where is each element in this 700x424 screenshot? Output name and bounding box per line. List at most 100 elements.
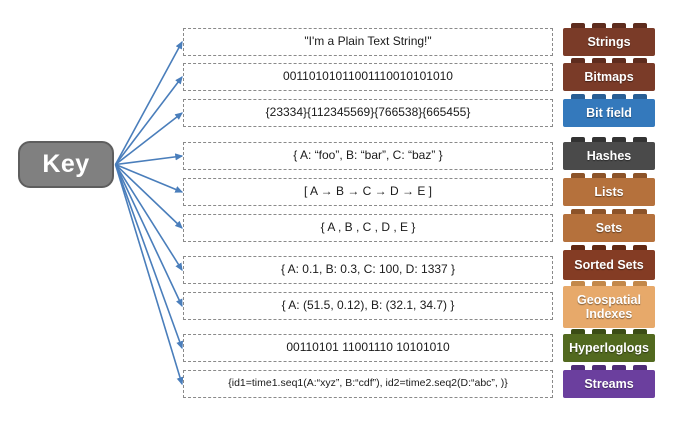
brick-stud-icon [591, 94, 606, 99]
brick-stud-icon [632, 94, 647, 99]
arrow-connector [115, 163, 184, 193]
lego-brick[interactable]: Hyperloglogs [563, 329, 655, 362]
arrow-connector [114, 164, 184, 386]
brick-stud-icon [612, 94, 627, 99]
brick-studs-icon [563, 209, 655, 214]
brick-stud-icon [612, 365, 627, 370]
brick-stud-icon [571, 281, 586, 286]
brick-label: Hyperloglogs [569, 341, 649, 355]
brick-stud-icon [591, 23, 606, 28]
brick-stud-icon [571, 173, 586, 178]
value-box: 00110101011001110010101010 [183, 63, 553, 91]
brick-studs-icon [563, 329, 655, 334]
arrow-connector [115, 112, 184, 166]
value-text: 00110101011001110010101010 [283, 69, 453, 84]
lego-brick[interactable]: Bit field [563, 94, 655, 127]
arrow-connector [115, 153, 184, 166]
lego-brick[interactable]: Strings [563, 23, 655, 56]
brick-studs-icon [563, 173, 655, 178]
brick-stud-icon [591, 137, 606, 142]
brick-stud-icon [571, 329, 586, 334]
brick-stud-icon [571, 94, 586, 99]
brick-body: Hashes [563, 142, 655, 170]
brick-stud-icon [632, 173, 647, 178]
brick-body: Strings [563, 28, 655, 56]
brick-body: Sorted Sets [563, 250, 655, 280]
brick-studs-icon [563, 23, 655, 28]
value-box: { A: “foo”, B: “bar”, C: “baz” } [183, 142, 553, 170]
brick-stud-icon [632, 245, 647, 250]
brick-stud-icon [632, 365, 647, 370]
lego-brick[interactable]: Bitmaps [563, 58, 655, 91]
brick-body: Bit field [563, 99, 655, 127]
value-text: [ A → B → C → D → E ] [303, 184, 433, 199]
lego-brick[interactable]: Sets [563, 209, 655, 242]
value-text: { A , B , C , D , E } [320, 220, 416, 235]
brick-studs-icon [563, 281, 655, 286]
lego-brick[interactable]: Streams [563, 365, 655, 398]
brick-studs-icon [563, 245, 655, 250]
brick-stud-icon [612, 58, 627, 63]
brick-stud-icon [591, 209, 606, 214]
brick-stud-icon [571, 245, 586, 250]
value-text: {id1=time1.seq1(A:“xyz”, B:“cdf”), id2=t… [228, 377, 508, 390]
key-node[interactable]: Key [18, 141, 114, 188]
brick-studs-icon [563, 365, 655, 370]
arrow-connector [114, 163, 183, 229]
brick-label: Hashes [586, 149, 632, 163]
brick-studs-icon [563, 137, 655, 142]
lego-brick[interactable]: Lists [563, 173, 655, 206]
lego-brick[interactable]: Sorted Sets [563, 245, 655, 280]
brick-label: Bit field [586, 106, 632, 120]
brick-stud-icon [632, 209, 647, 214]
brick-label: Sets [595, 221, 623, 235]
value-box: { A: 0.1, B: 0.3, C: 100, D: 1337 } [183, 256, 553, 284]
brick-stud-icon [632, 329, 647, 334]
brick-stud-icon [632, 58, 647, 63]
value-box: "I'm a Plain Text String!" [183, 28, 553, 56]
value-box: { A , B , C , D , E } [183, 214, 553, 242]
value-text: 00110101 11001110 10101010 [286, 340, 450, 355]
value-text: {23334}{112345569}{766538}{665455} [265, 105, 471, 120]
brick-stud-icon [612, 137, 627, 142]
brick-body: Bitmaps [563, 63, 655, 91]
brick-stud-icon [591, 245, 606, 250]
value-box: 00110101 11001110 10101010 [183, 334, 553, 362]
value-box: [ A → B → C → D → E ] [183, 178, 553, 206]
brick-body: Streams [563, 370, 655, 398]
brick-stud-icon [571, 137, 586, 142]
brick-stud-icon [591, 329, 606, 334]
lego-brick[interactable]: Geospatial Indexes [563, 281, 655, 328]
brick-stud-icon [612, 329, 627, 334]
brick-stud-icon [612, 245, 627, 250]
value-box: {id1=time1.seq1(A:“xyz”, B:“cdf”), id2=t… [183, 370, 553, 398]
key-node-label: Key [42, 150, 90, 178]
brick-studs-icon [563, 94, 655, 99]
brick-stud-icon [612, 173, 627, 178]
brick-stud-icon [632, 281, 647, 286]
brick-stud-icon [571, 365, 586, 370]
brick-label: Strings [587, 35, 631, 49]
brick-stud-icon [591, 173, 606, 178]
brick-stud-icon [632, 23, 647, 28]
brick-stud-icon [612, 281, 627, 286]
brick-stud-icon [632, 137, 647, 142]
lego-brick[interactable]: Hashes [563, 137, 655, 170]
brick-label: Bitmaps [584, 70, 634, 84]
value-text: { A: 0.1, B: 0.3, C: 100, D: 1337 } [280, 262, 456, 277]
brick-stud-icon [571, 23, 586, 28]
brick-label: Lists [594, 185, 624, 199]
brick-stud-icon [612, 23, 627, 28]
brick-label: Streams [584, 377, 634, 391]
arrow-connector [114, 164, 183, 272]
brick-body: Geospatial Indexes [563, 286, 655, 328]
value-text: { A: “foo”, B: “bar”, C: “baz” } [293, 148, 443, 163]
value-box: { A: (51.5, 0.12), B: (32.1, 34.7) } [183, 292, 553, 320]
arrow-connector [114, 164, 184, 350]
arrow-connector [114, 40, 183, 165]
brick-body: Sets [563, 214, 655, 242]
brick-stud-icon [571, 58, 586, 63]
arrow-connector [114, 164, 183, 308]
value-text: { A: (51.5, 0.12), B: (32.1, 34.7) } [281, 298, 455, 313]
